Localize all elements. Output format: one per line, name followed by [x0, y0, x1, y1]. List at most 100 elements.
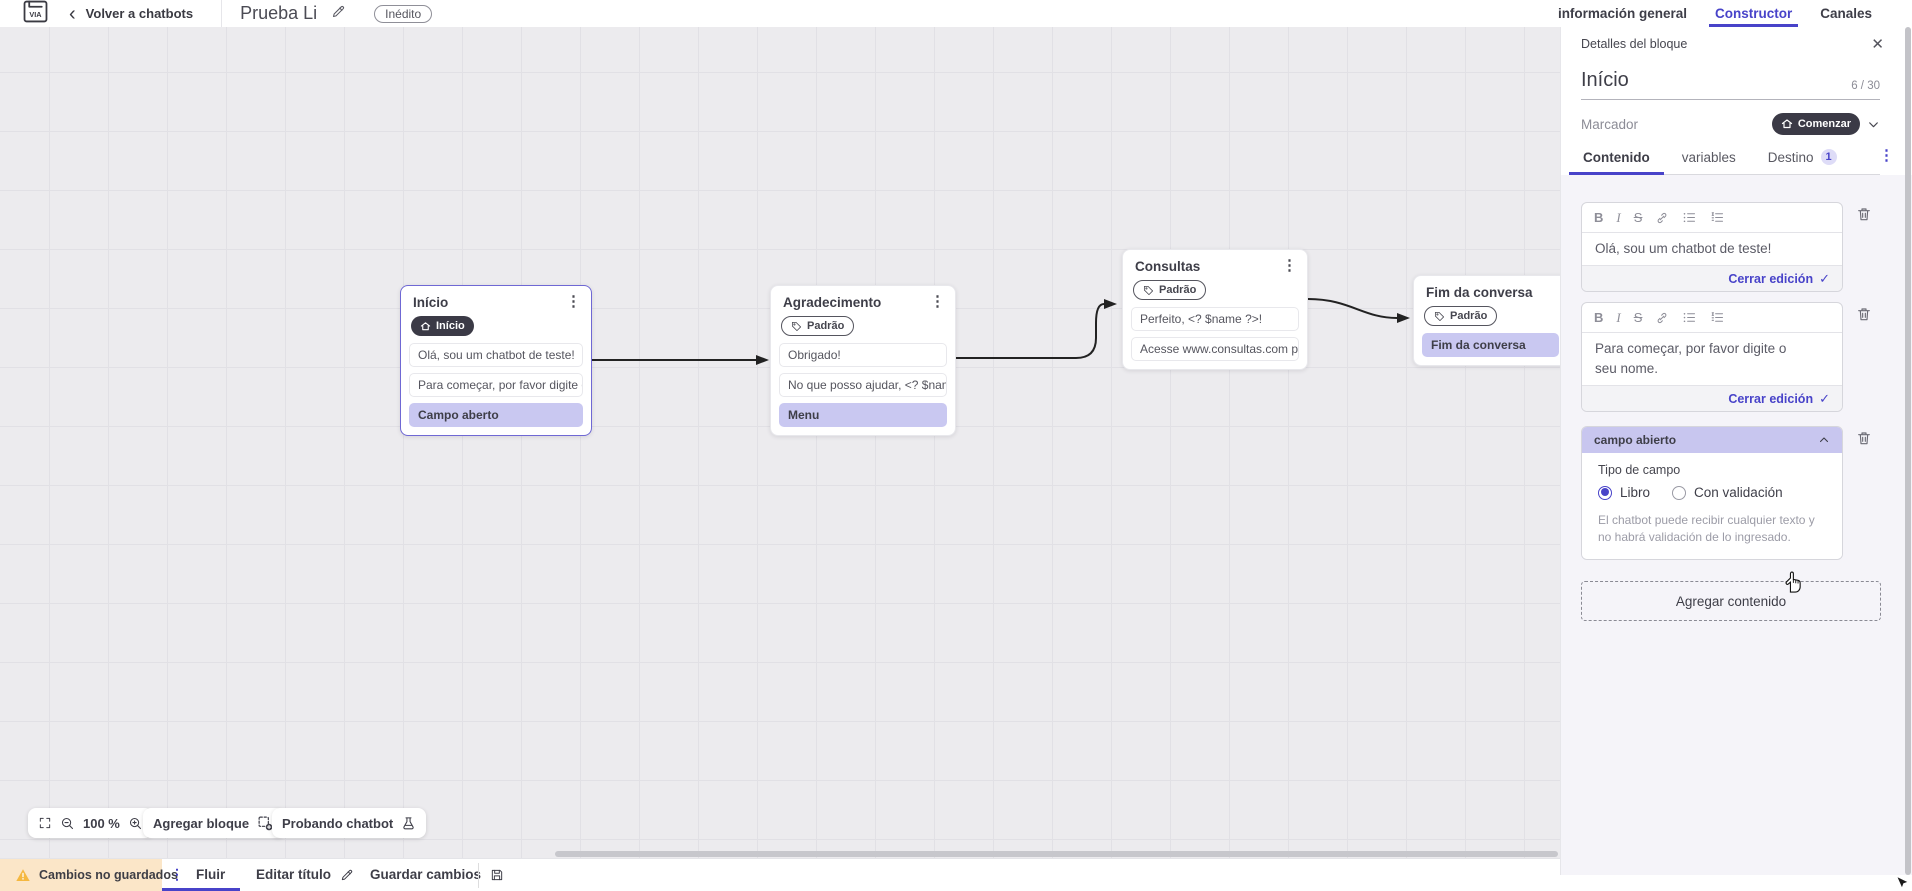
active-flow-underline [162, 888, 240, 891]
destino-count-badge: 1 [1820, 149, 1837, 165]
block-menu-icon[interactable]: ⋮ [566, 293, 581, 310]
italic-icon[interactable]: I [1616, 309, 1621, 325]
tab-informacion-general[interactable]: información general [1557, 6, 1687, 21]
editor-toolbar: B I S [1582, 203, 1842, 233]
flow-block-consultas[interactable]: Consultas ⋮ Padrão Perfeito, <? $name ?>… [1122, 249, 1308, 370]
back-button[interactable]: ‹ [69, 2, 76, 25]
link-icon[interactable] [1655, 311, 1669, 325]
bullet-list-icon[interactable] [1682, 310, 1697, 325]
edit-title-button[interactable]: Editar título [256, 867, 354, 882]
block-item-fim[interactable]: Fim da conversa [1422, 332, 1559, 357]
block-name-input[interactable]: Início 6 / 30 [1581, 69, 1880, 100]
block-item-menu[interactable]: Menu [779, 402, 947, 427]
char-counter: 6 / 30 [1851, 80, 1880, 92]
ordered-list-icon[interactable] [1710, 310, 1725, 325]
radio-con-validacion[interactable]: Con validación [1672, 485, 1783, 500]
bullet-list-icon[interactable] [1682, 210, 1697, 225]
add-block-label: Agregar bloque [153, 815, 250, 831]
add-block-icon [257, 815, 274, 832]
chevron-down-icon[interactable] [1867, 118, 1880, 131]
trash-icon[interactable] [1856, 205, 1872, 228]
app-logo-icon: VIA [22, 0, 49, 28]
panel-scrollbar[interactable] [1905, 27, 1911, 875]
block-title: Fim da conversa [1426, 285, 1533, 300]
flow-block-inicio[interactable]: Início ⋮ Início Olá, sou um chatbot de t… [400, 285, 592, 436]
open-field-section: campo abierto Tipo de campo Libro [1581, 426, 1843, 560]
block-title: Agradecimento [783, 295, 882, 310]
marker-dropdown[interactable]: Comenzar [1771, 113, 1860, 135]
block-item[interactable]: No que posso ajudar, <? $name ... [779, 372, 947, 397]
tab-constructor[interactable]: Constructor [1708, 0, 1799, 27]
save-changes-button[interactable]: Guardar cambios [370, 867, 504, 882]
add-block-button[interactable]: Agregar bloque [143, 808, 285, 838]
block-item[interactable]: Olá, sou um chatbot de teste! [409, 342, 583, 367]
block-badge-padrao: Padrão [1133, 280, 1207, 300]
status-badge: Inédito [374, 4, 433, 23]
flow-menu-icon[interactable]: ⋮ [170, 866, 184, 882]
editor-text[interactable]: Olá, sou um chatbot de teste! [1595, 241, 1772, 256]
flow-block-fim-da-conversa[interactable]: Fim da conversa Padrão Fim da conversa [1413, 275, 1560, 366]
link-icon[interactable] [1655, 211, 1669, 225]
zoom-in-icon[interactable] [128, 816, 143, 831]
block-badge-padrao: Padrão [781, 316, 855, 336]
tab-variables[interactable]: variables [1681, 149, 1736, 165]
flow-connectors [592, 298, 1410, 365]
open-field-header[interactable]: campo abierto [1582, 427, 1842, 453]
close-edit-button[interactable]: Cerrar edición [1728, 271, 1814, 286]
tab-fluir[interactable]: Fluir [196, 867, 226, 882]
editor-text[interactable]: Para começar, por favor digite o seu nom… [1595, 341, 1787, 376]
block-item-campo-aberto[interactable]: Campo aberto [409, 402, 583, 427]
zoom-level: 100 % [83, 815, 120, 831]
block-item[interactable]: Perfeito, <? $name ?>! [1131, 306, 1299, 331]
radio-libro[interactable]: Libro [1598, 485, 1650, 500]
edit-title-icon[interactable] [331, 4, 346, 24]
zoom-out-icon[interactable] [60, 816, 75, 831]
flow-block-agradecimento[interactable]: Agradecimento ⋮ Padrão Obrigado! No que … [770, 285, 956, 436]
block-name-value[interactable]: Início [1581, 69, 1629, 91]
close-icon[interactable]: ✕ [1871, 36, 1884, 53]
strikethrough-icon[interactable]: S [1633, 210, 1643, 225]
chevron-up-icon[interactable] [1818, 434, 1830, 446]
block-badge-inicio: Início [411, 316, 474, 336]
test-chatbot-label: Probando chatbot [282, 815, 394, 831]
block-title: Início [413, 295, 449, 310]
back-label: Volver a chatbots [85, 6, 194, 21]
footer-divider [478, 863, 479, 888]
block-details-panel: Detalles del bloque ✕ Início 6 / 30 Marc… [1560, 27, 1912, 875]
block-item[interactable]: Obrigado! [779, 342, 947, 367]
block-item[interactable]: Para começar, por favor digite o ... [409, 372, 583, 397]
fit-screen-icon[interactable] [38, 816, 52, 830]
panel-menu-icon[interactable]: ⋮ [1879, 147, 1894, 164]
close-edit-button[interactable]: Cerrar edición [1728, 391, 1814, 406]
canvas-horizontal-scrollbar[interactable] [555, 851, 1558, 857]
text-editor[interactable]: B I S Olá, sou um chatbot de teste! Cerr… [1581, 202, 1843, 292]
add-content-button[interactable]: Agregar contenido [1581, 581, 1881, 621]
ordered-list-icon[interactable] [1710, 210, 1725, 225]
bottom-right-strip [1560, 875, 1912, 891]
block-menu-icon[interactable]: ⋮ [1282, 257, 1297, 274]
trash-icon[interactable] [1856, 429, 1872, 452]
svg-text:VIA: VIA [29, 10, 42, 19]
tab-contenido[interactable]: Contenido [1569, 150, 1664, 175]
chatbot-title: Prueba Li [240, 3, 318, 23]
block-item[interactable]: Acesse www.consultas.com par... [1131, 336, 1299, 361]
italic-icon[interactable]: I [1616, 209, 1621, 225]
trash-icon[interactable] [1856, 305, 1872, 328]
test-chatbot-button[interactable]: Probando chatbot [272, 808, 427, 838]
panel-title: Detalles del bloque [1581, 37, 1688, 51]
text-editor[interactable]: B I S Para começar, por favor digite o s… [1581, 302, 1843, 412]
header-tabs: información general Constructor Canales [1558, 0, 1872, 27]
bold-icon[interactable]: B [1594, 310, 1604, 325]
radio-unselected-icon [1672, 485, 1687, 500]
tab-canales[interactable]: Canales [1820, 6, 1872, 21]
marker-label: Marcador [1581, 116, 1639, 132]
block-menu-icon[interactable]: ⋮ [930, 293, 945, 310]
strikethrough-icon[interactable]: S [1633, 310, 1643, 325]
zoom-toolbar: 100 % [28, 808, 153, 838]
check-icon: ✓ [1819, 390, 1830, 406]
top-header: VIA ‹ Volver a chatbots Prueba Li Inédit… [0, 0, 1912, 27]
flow-canvas[interactable]: Início ⋮ Início Olá, sou um chatbot de t… [0, 27, 1560, 858]
bold-icon[interactable]: B [1594, 210, 1604, 225]
